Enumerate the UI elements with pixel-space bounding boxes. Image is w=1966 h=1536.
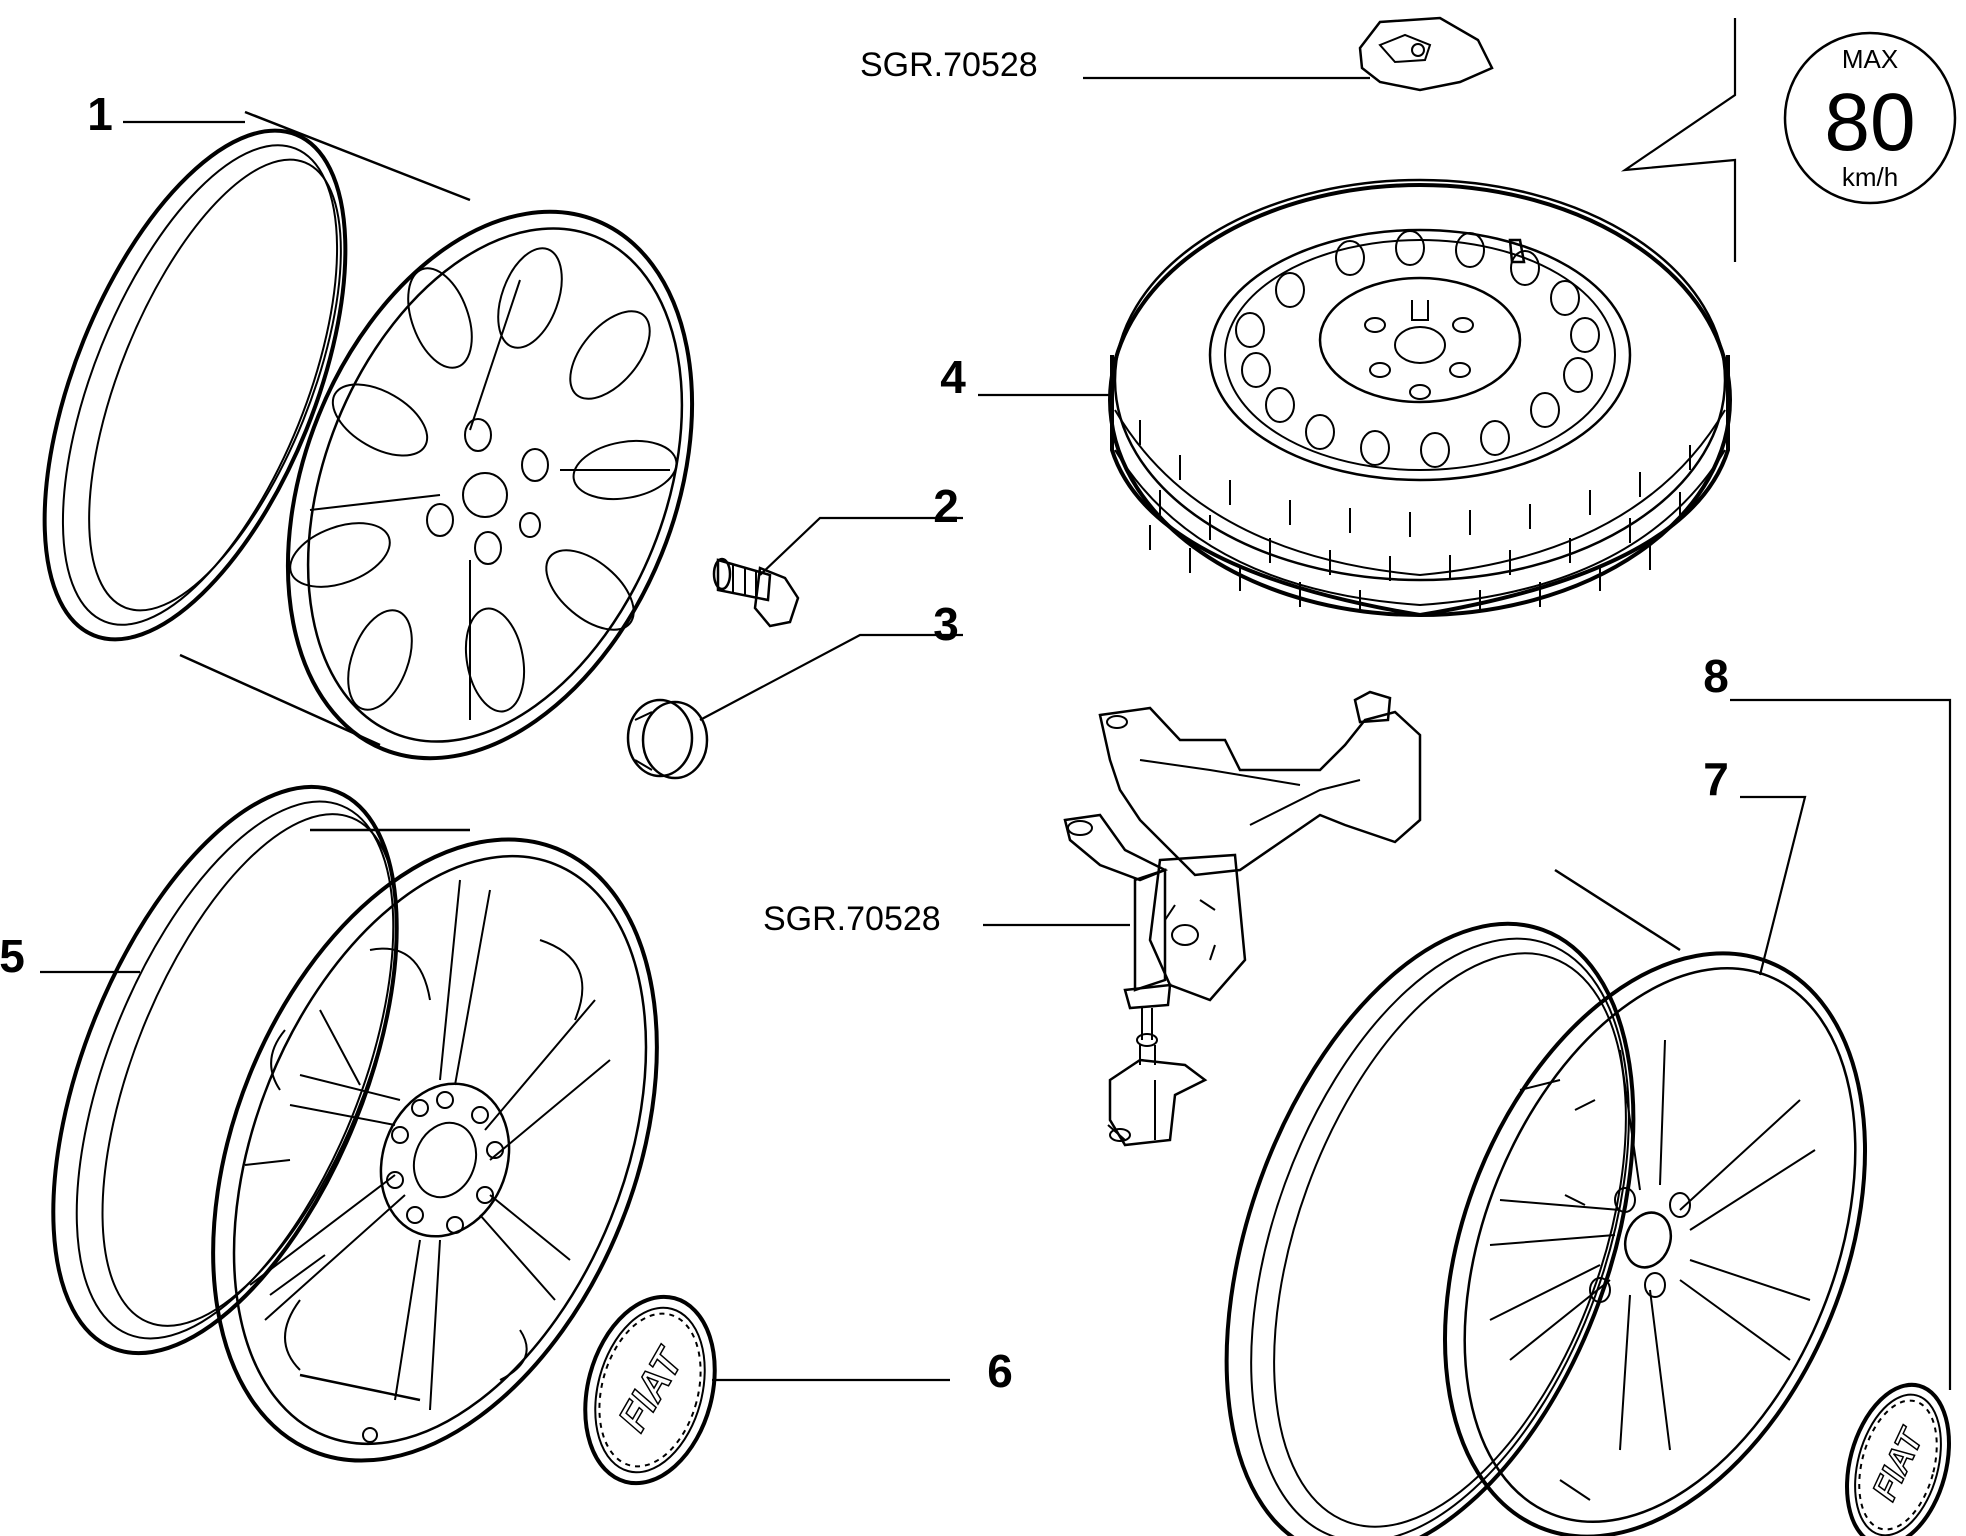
alloy-wheel-5 (51, 784, 659, 1463)
wheel-7-spokes (1489, 1039, 1816, 1501)
alloy-wheel-7 (1224, 868, 1867, 1536)
callout-3: 3 (933, 598, 959, 650)
callout-1: 1 (87, 88, 113, 140)
wheel-bolt-2 (712, 557, 800, 628)
callout-2: 2 (933, 480, 959, 532)
ref-code-middle: SGR.70528 (763, 900, 941, 938)
callout-6: 6 (987, 1345, 1013, 1397)
fiat-logo-8: FIAT (1865, 1421, 1932, 1506)
tread-blocks (1139, 420, 1691, 612)
callout-8: 8 (1703, 650, 1729, 702)
spare-wheel-clamp (1358, 16, 1494, 92)
speed-sign-unit: km/h (1842, 162, 1898, 192)
callout-7: 7 (1703, 753, 1729, 805)
wheel-1-spokes (289, 247, 678, 720)
fiat-hubcap-8: FIAT (1845, 1382, 1951, 1536)
center-cap-3 (626, 698, 709, 780)
ref-code-top: SGR.70528 (860, 46, 1038, 84)
leader-lines (40, 76, 1952, 1390)
wheel-5-spokes (244, 879, 611, 1411)
callout-4: 4 (940, 351, 966, 403)
fiat-logo-6: FIAT (610, 1339, 693, 1438)
callout-5: 5 (0, 930, 25, 982)
fiat-hubcap-6: FIAT (583, 1294, 717, 1486)
speed-sign-value: 80 (1824, 77, 1915, 168)
speed-limit-sign: MAX 80 km/h (1620, 18, 1957, 262)
speed-sign-max: MAX (1842, 44, 1898, 74)
spare-wheel-bracket (1063, 690, 1422, 1147)
rim-holes (1235, 230, 1600, 468)
alloy-wheel-1 (42, 110, 695, 761)
spare-wheel-4 (1108, 178, 1732, 618)
